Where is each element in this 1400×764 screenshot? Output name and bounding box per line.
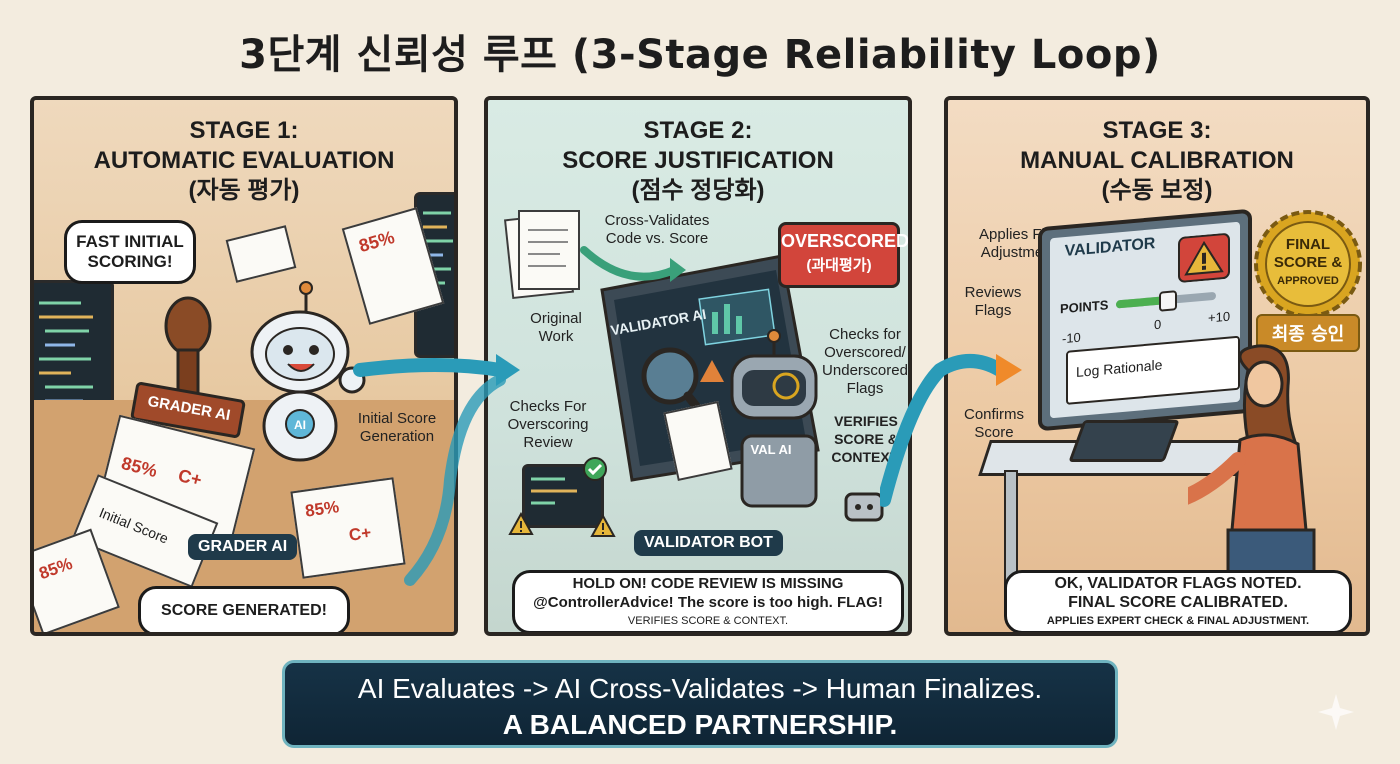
reviews-flags-label: Reviews Flags [964, 284, 1022, 319]
paper-percent: 85% [303, 497, 341, 521]
grader-robot-icon [250, 281, 366, 462]
stage3-heading-line1: STAGE 3: [1102, 117, 1212, 144]
paper-grade: C+ [176, 465, 204, 491]
seal-kr-ribbon: 최종 승인 [1256, 314, 1360, 352]
tick-mid: 0 [1154, 316, 1162, 333]
power-plug-icon [844, 492, 884, 522]
validator-monitor: VALIDATOR POINTS -10 0 +10 Log Rationale [1038, 208, 1252, 432]
seal-line2: SCORE & [1273, 254, 1343, 271]
stage3-heading: STAGE 3: MANUAL CALIBRATION (수동 보정) [948, 116, 1366, 206]
sparkle-icon [1318, 694, 1354, 730]
flags-noted-line1: OK, VALIDATOR FLAGS NOTED. [1054, 574, 1302, 592]
initial-score-text: Initial Score [96, 504, 171, 547]
stage2-heading-line1: STAGE 2: [643, 117, 753, 144]
paper-percent: 85% [119, 453, 160, 482]
val-ai-badge: VAL AI [750, 442, 792, 457]
log-rationale-text: Log Rationale [1076, 356, 1163, 381]
stage2-heading: STAGE 2: SCORE JUSTIFICATION (점수 정당화) [488, 116, 908, 206]
score-generated-bubble: SCORE GENERATED! [138, 586, 350, 632]
flags-noted-line2: FINAL SCORE CALIBRATED. [1068, 593, 1288, 611]
document-icon [528, 229, 568, 267]
overscored-alert: OVERSCORED (과대평가) [778, 222, 910, 288]
monitor-title: VALIDATOR [1064, 235, 1156, 261]
flow-arrow-2-3 [880, 354, 1022, 507]
paper-percent: 85% [36, 553, 75, 584]
stage3-heading-line3: (수동 보정) [1101, 177, 1213, 204]
page-title: 3단계 신뢰성 루프 (3-Stage Reliability Loop) [239, 32, 1161, 78]
stamp-icon [130, 296, 246, 438]
tablet [1068, 420, 1180, 462]
hold-on-line1: HOLD ON! CODE REVIEW IS MISSING [572, 574, 844, 592]
hold-on-bubble: HOLD ON! CODE REVIEW IS MISSING @Control… [512, 570, 904, 632]
tick-max: +10 [1208, 308, 1231, 326]
points-slider-track[interactable] [1116, 290, 1216, 312]
fast-scoring-bubble: FAST INITIAL SCORING! [64, 220, 196, 284]
validator-bot-tag: VALIDATOR BOT [634, 530, 783, 556]
banner-line1: AI Evaluates -> AI Cross-Validates -> Hu… [357, 673, 1043, 704]
checks-flags-label: Checks for Overscored/ Underscored Flags [822, 326, 908, 397]
initial-score-generation-label: Initial Score Generation [357, 410, 437, 445]
code-lines-icon [531, 477, 577, 505]
seal-line3: APPROVED [1277, 275, 1339, 287]
review-arrow-stage2 [580, 246, 686, 282]
warning-icon [508, 512, 534, 535]
hold-on-line3: VERIFIES SCORE & CONTEXT. [627, 614, 789, 627]
stage1-heading-line3: (자동 평가) [188, 177, 300, 204]
robot-badge: AI [294, 418, 306, 432]
points-label: POINTS [1060, 297, 1109, 317]
flying-paper-1 [225, 225, 297, 283]
overscored-text: OVERSCORED [781, 231, 910, 251]
paper-percent: 85% [356, 226, 397, 257]
points-slider-knob[interactable] [1159, 290, 1177, 312]
validator-flags-bubble: OK, VALIDATOR FLAGS NOTED. FINAL SCORE C… [1004, 570, 1352, 632]
stage3-heading-line2: MANUAL CALIBRATION [1020, 147, 1294, 174]
hold-on-line2: @ControllerAdvice! The score is too high… [533, 593, 883, 611]
monitor-screen: VALIDATOR POINTS -10 0 +10 Log Rationale [1050, 221, 1240, 419]
validator-robot-icon [730, 329, 818, 508]
stage2-panel: STAGE 2: SCORE JUSTIFICATION (점수 정당화) Cr… [484, 96, 912, 636]
overscored-kr-text: (과대평가) [806, 257, 872, 274]
stage2-heading-line3: (점수 정당화) [631, 177, 765, 204]
warning-icon [590, 514, 616, 537]
score-generated-text: SCORE GENERATED! [161, 602, 327, 619]
cross-validates-label: Cross-Validates Code vs. Score [604, 212, 710, 247]
checks-overscoring-label: Checks For Overscoring Review [507, 398, 589, 451]
seal-line1: FINAL [1285, 236, 1331, 253]
seal-text: FINAL SCORE & APPROVED [1260, 236, 1356, 290]
confirms-score-label: Confirms Score [963, 406, 1024, 441]
stage1-heading-line1: STAGE 1: [189, 117, 299, 144]
original-work-doc [518, 210, 580, 290]
verifies-label: VERIFIES SCORE & CONTEXT. [831, 413, 901, 465]
stage2-heading-line2: SCORE JUSTIFICATION [562, 147, 834, 174]
alert-warning-icon [1178, 233, 1230, 283]
original-work-label: Original Work [530, 310, 582, 345]
summary-banner: AI Evaluates -> AI Cross-Validates -> Hu… [282, 660, 1118, 748]
stage1-heading-line2: AUTOMATIC EVALUATION [93, 147, 395, 174]
stage1-heading: STAGE 1: AUTOMATIC EVALUATION (자동 평가) [34, 116, 454, 206]
check-icon [583, 457, 607, 481]
grader-ai-tag: GRADER AI [188, 534, 298, 560]
flow-arrow-1-2 [353, 354, 520, 586]
fast-scoring-text: FAST INITIAL SCORING! [76, 232, 184, 271]
banner-line2: A BALANCED PARTNERSHIP. [502, 709, 898, 740]
approval-seal-icon [1254, 210, 1362, 318]
flags-noted-line3: APPLIES EXPERT CHECK & FINAL ADJUSTMENT. [1046, 614, 1310, 627]
tick-min: -10 [1062, 329, 1081, 347]
